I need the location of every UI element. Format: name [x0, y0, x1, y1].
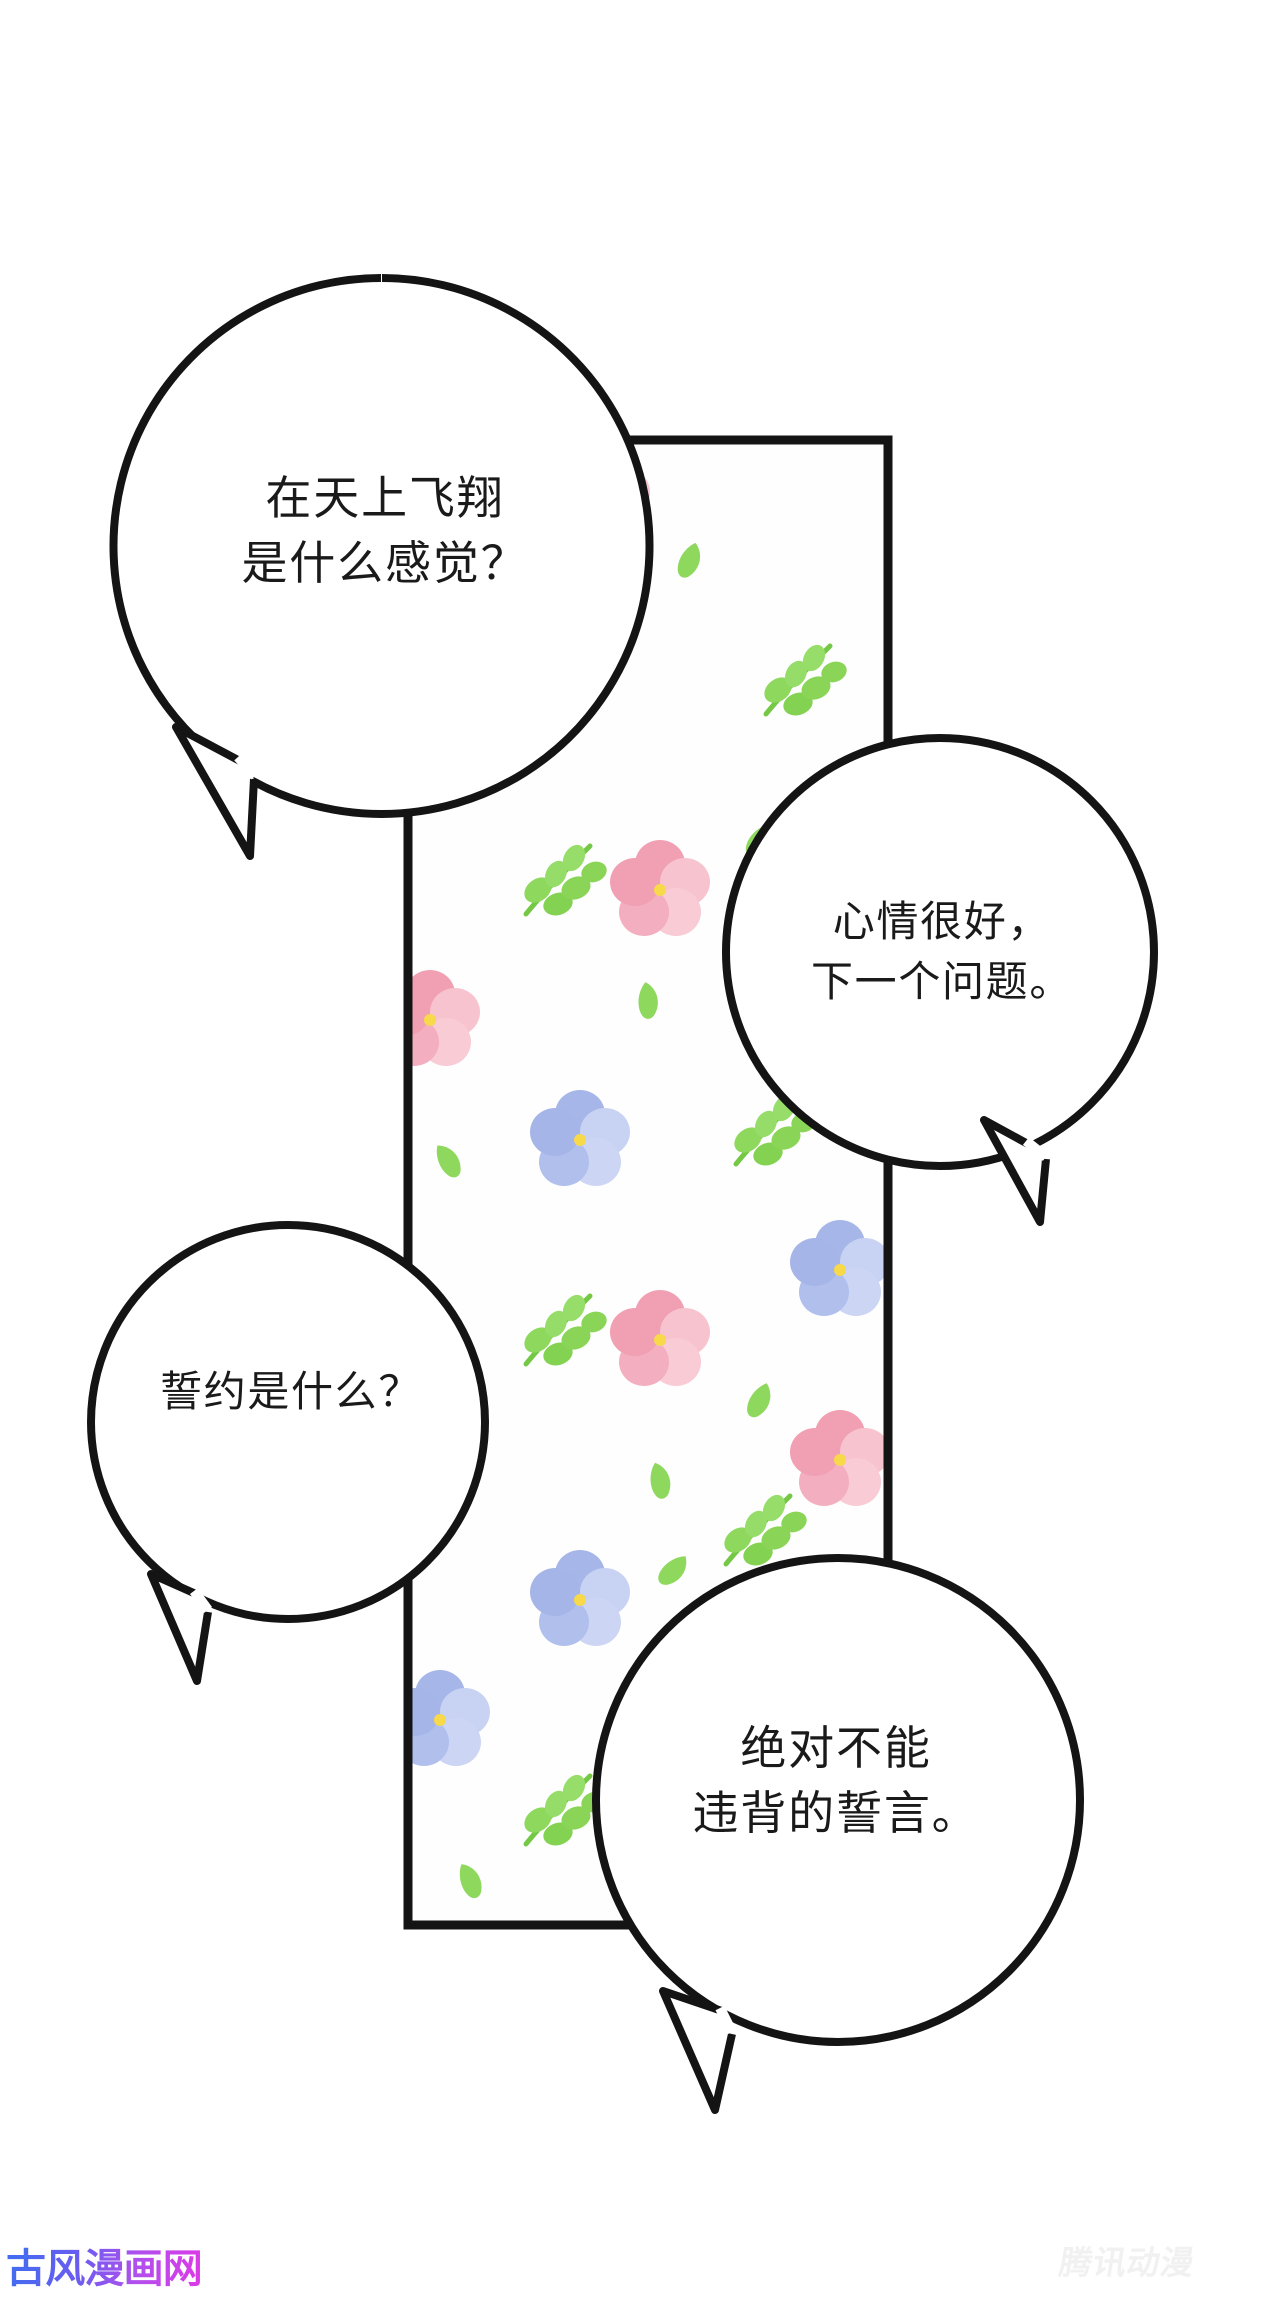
speech-bubble-4	[592, 1554, 1084, 2114]
speech-bubble-2	[722, 734, 1158, 1226]
speech-bubble-3	[87, 1221, 489, 1685]
watermark-tencent-comic: 腾讯动漫	[1056, 2244, 1198, 2281]
speech-bubble-1	[109, 274, 654, 860]
watermark-gufeng-manhua: 古风漫画网	[6, 2236, 203, 2294]
